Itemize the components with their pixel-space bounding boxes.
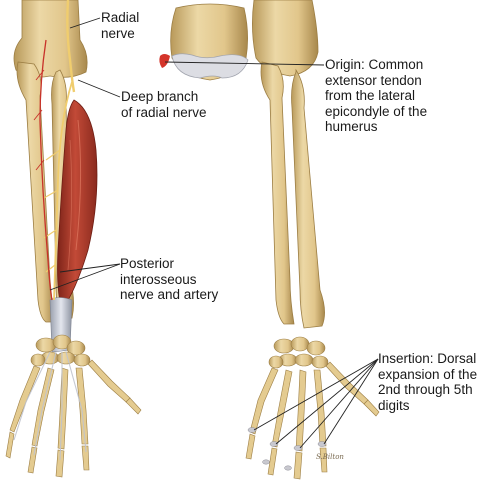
left-forearm	[5, 0, 142, 478]
label-line: expansion of the	[378, 366, 478, 382]
origin-marker	[159, 54, 170, 68]
label-line: humerus	[325, 119, 378, 134]
label-line: Insertion: Dorsal	[378, 351, 477, 366]
label-line: interosseous	[120, 271, 197, 287]
radial-nerve	[66, 0, 76, 93]
leader-lines	[49, 17, 379, 449]
insertion-markers	[247, 427, 327, 471]
right-forearm	[245, 0, 380, 480]
label-line: Radial	[101, 10, 140, 25]
label-line: Origin: Common	[325, 57, 424, 72]
articular-cartilage	[171, 53, 249, 79]
left-fingers	[5, 359, 142, 478]
label-line: 2nd through 5th	[378, 382, 473, 397]
right-ulna	[260, 61, 295, 325]
label-line: Posterior	[120, 256, 175, 271]
elbow-detail	[159, 3, 249, 81]
label-line: nerve and artery	[120, 287, 219, 302]
label-insertion: Insertion: Dorsal expansion of the 2nd t…	[378, 351, 477, 413]
interosseous-artery	[39, 39, 53, 301]
label-line: digits	[378, 397, 410, 413]
label-posterior-interosseous: Posterior interosseous nerve and artery	[120, 256, 218, 303]
right-humerus-end	[252, 0, 319, 77]
right-fingers	[245, 361, 380, 480]
right-radius	[291, 68, 325, 329]
label-deep-branch: Deep branch of radial nerve	[121, 89, 207, 120]
label-radial-nerve: Radial nerve	[101, 10, 139, 41]
label-origin: Origin: Common extensor tendon from the …	[325, 57, 427, 135]
label-line: from the lateral	[325, 88, 416, 103]
left-ulna	[16, 61, 55, 323]
label-line: epicondyle of the	[325, 103, 428, 119]
label-line: nerve	[101, 25, 135, 41]
right-carpals	[268, 336, 329, 369]
artist-signature: S.Bilton	[316, 453, 344, 461]
label-line: of radial nerve	[121, 104, 207, 120]
label-line: extensor tendon	[325, 72, 422, 88]
label-line: Deep branch	[121, 89, 199, 104]
